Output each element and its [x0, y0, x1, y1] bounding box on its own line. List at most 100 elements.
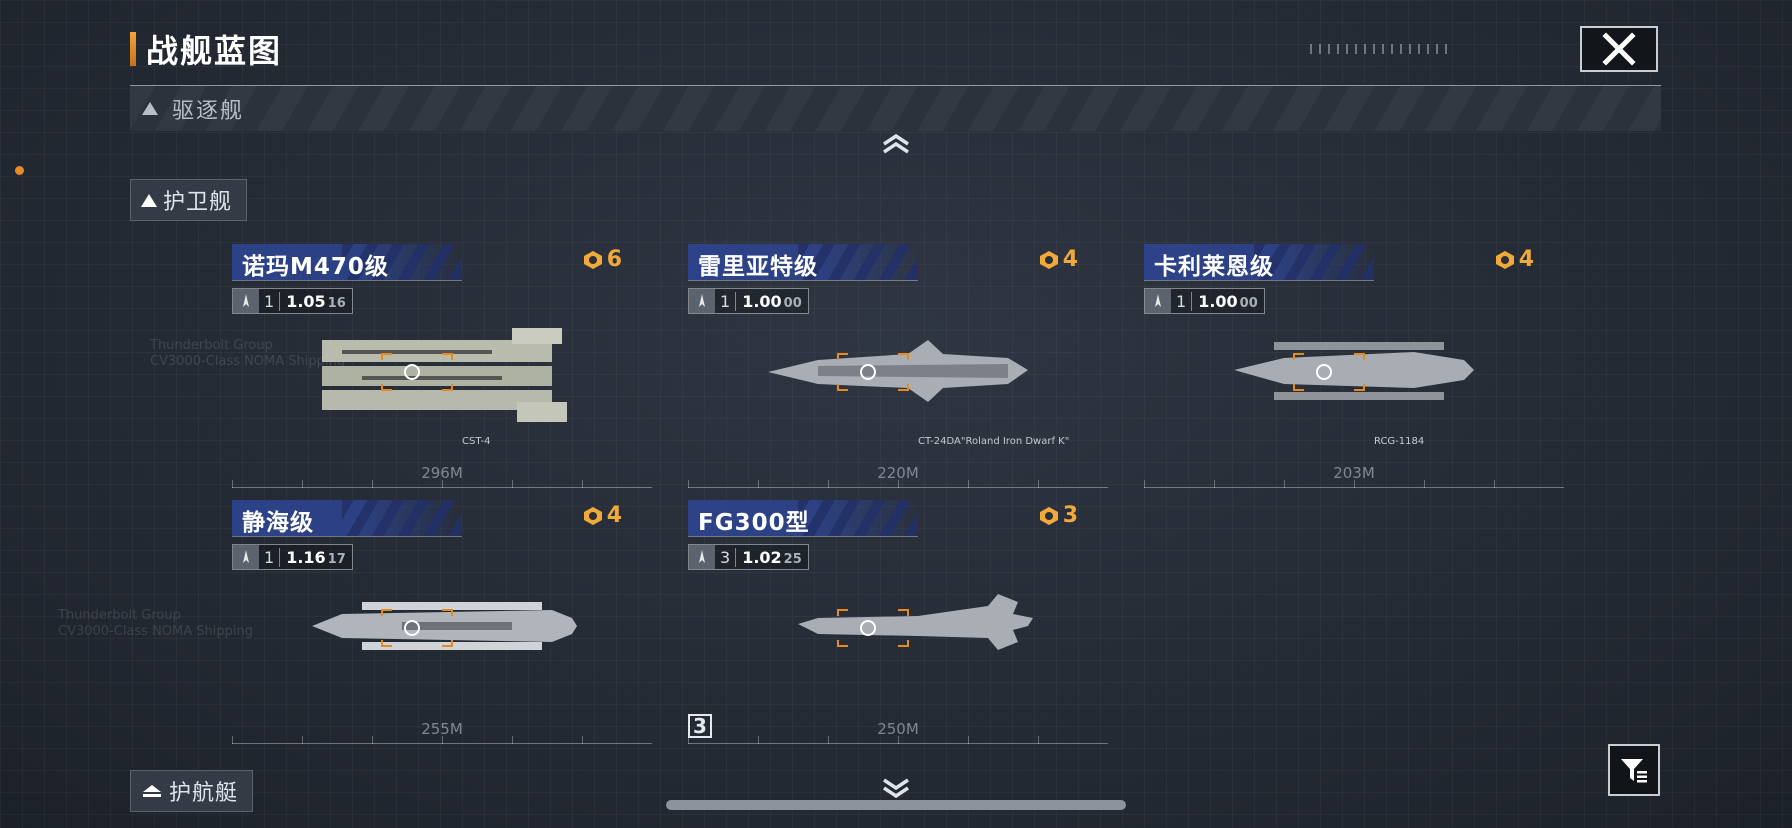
ship-length: 250M [877, 720, 919, 738]
chevron-down-icon [883, 778, 909, 799]
bg-text: CV3000-Class NOMA Shipping [150, 354, 345, 369]
blueprint-count: 4 [1494, 247, 1534, 272]
tier-badge: 3 [688, 714, 712, 738]
ship-blueprint-image [768, 340, 1028, 402]
ship-blueprint-image [798, 594, 1033, 650]
version-sub: 16 [327, 295, 346, 311]
close-icon [1602, 32, 1636, 66]
tier-value: 1 [259, 291, 281, 311]
ship-length: 220M [877, 464, 919, 482]
card-header [688, 244, 918, 280]
blueprint-badge-icon [583, 506, 602, 525]
card-header [1144, 244, 1374, 280]
card-header-line [688, 280, 918, 281]
page-title: 战舰蓝图 [146, 32, 283, 70]
ship-type-icon [1145, 289, 1171, 313]
count-value: 4 [1062, 247, 1078, 272]
ship-type-icon [233, 545, 259, 569]
length-scale: 255M [232, 716, 652, 750]
ship-type-icon [689, 289, 715, 313]
tier-value: 1 [259, 547, 281, 567]
blueprint-count: 3 [1038, 503, 1078, 528]
count-value: 4 [1518, 247, 1534, 272]
category-label: 护卫舰 [163, 190, 233, 215]
count-value: 3 [1062, 503, 1078, 528]
blueprint-badge-icon [583, 250, 602, 269]
bg-text: CV3000-Class NOMA Shipping [58, 624, 253, 639]
card-header-line [688, 536, 918, 537]
category-tag-corvette[interactable]: 护航艇 [130, 770, 254, 812]
length-scale: 203M [1144, 460, 1564, 494]
blueprint-badge-icon [1039, 506, 1058, 525]
tier-value: 3 [715, 547, 737, 567]
ship-type-icon [233, 289, 259, 313]
weapon-label: CT-24DA"Roland Iron Dwarf K" [918, 436, 1070, 447]
category-bar-destroyer[interactable]: 驱逐舰 [130, 86, 1661, 131]
version-sub: 25 [783, 551, 802, 567]
count-value: 4 [606, 503, 622, 528]
ship-type-icon [689, 545, 715, 569]
blueprint-badge-icon [1039, 250, 1058, 269]
scroll-up-button[interactable] [880, 132, 912, 158]
blueprint-count: 4 [582, 503, 622, 528]
home-indicator[interactable] [666, 800, 1126, 810]
card-header-line [232, 536, 462, 537]
page-header: 战舰蓝图 [130, 30, 282, 70]
notification-dot [15, 166, 24, 175]
ship-name: 卡利莱恩级 [1154, 254, 1274, 280]
bg-text: Thunderbolt Group [150, 338, 273, 353]
blueprint-badge-icon [1495, 250, 1514, 269]
ship-name: 雷里亚特级 [698, 254, 818, 280]
ship-class-icon [142, 102, 158, 115]
ship-blueprint-image [312, 602, 577, 650]
count-value: 6 [606, 247, 622, 272]
category-label: 护航艇 [169, 781, 239, 806]
ship-name: FG300型 [698, 510, 810, 536]
version-sub: 17 [327, 551, 346, 567]
ship-length: 203M [1333, 464, 1375, 482]
ship-blueprint-image [322, 328, 567, 422]
ship-length: 255M [421, 720, 463, 738]
filter-icon [1621, 759, 1647, 783]
ship-name: 静海级 [242, 510, 314, 536]
ship-length: 296M [421, 464, 463, 482]
tier-value: 1 [715, 291, 737, 311]
ship-class-icon [141, 193, 157, 207]
close-button[interactable] [1580, 26, 1658, 72]
bg-text: Thunderbolt Group [58, 608, 181, 623]
filter-button[interactable] [1608, 744, 1660, 796]
blueprint-count: 6 [582, 247, 622, 272]
card-header-line [232, 280, 462, 281]
version-sub: 00 [783, 295, 802, 311]
category-tag-frigate[interactable]: 护卫舰 [130, 179, 248, 221]
version-sub: 00 [1239, 295, 1258, 311]
category-label: 驱逐舰 [172, 98, 245, 124]
header-decoration [1310, 44, 1450, 54]
tier-value: 1 [1171, 291, 1193, 311]
title-accent-bar [130, 32, 136, 66]
card-header [688, 500, 918, 536]
card-header [232, 244, 462, 280]
blueprint-count: 4 [1038, 247, 1078, 272]
length-scale: 220M [688, 460, 1108, 494]
length-scale: 296M [232, 460, 652, 494]
ship-name: 诺玛M470级 [242, 254, 389, 280]
ship-blueprint-image [1234, 342, 1474, 400]
chevron-up-icon [883, 133, 909, 154]
scroll-down-button[interactable] [880, 778, 912, 804]
